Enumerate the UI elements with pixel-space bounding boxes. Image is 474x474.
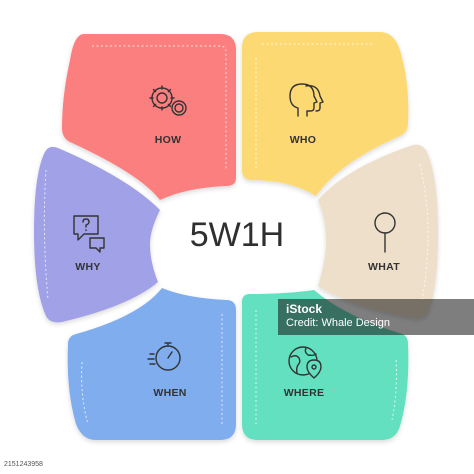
segment-when: WHEN	[67, 288, 237, 440]
watermark-brand: iStock	[286, 302, 323, 316]
head-profile-icon	[289, 83, 324, 117]
segment-label-who: WHO	[290, 134, 317, 146]
stock-image-id: 2151243958	[4, 461, 43, 468]
segment-who: WHO	[242, 32, 409, 196]
diagram-title: 5W1H	[190, 216, 284, 254]
magnifier-icon	[374, 212, 396, 253]
segment-label-when: WHEN	[153, 387, 186, 399]
gears-icon	[149, 85, 187, 116]
question-chat-icon	[73, 215, 105, 253]
segment-label-where: WHERE	[284, 387, 325, 399]
segment-why: WHY	[34, 146, 160, 323]
watermark-credit: Credit: Whale Design	[286, 317, 390, 329]
segment-what: WHAT	[318, 144, 438, 319]
segment-label-why: WHY	[75, 261, 100, 273]
segment-label-what: WHAT	[368, 261, 400, 273]
segment-label-how: HOW	[155, 134, 182, 146]
stock-watermark: iStock Credit: Whale Design	[278, 299, 474, 335]
globe-pin-icon	[288, 346, 322, 379]
segment-how: HOW	[62, 34, 236, 200]
stopwatch-icon	[147, 342, 181, 371]
